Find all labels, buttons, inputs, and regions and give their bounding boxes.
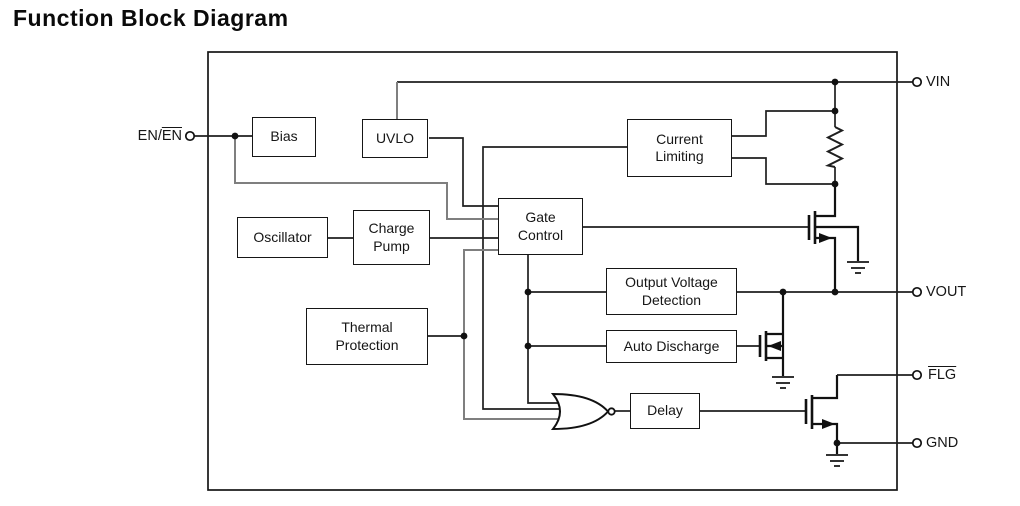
block-charge-pump: Charge Pump xyxy=(353,210,430,265)
block-thermal-protection: Thermal Protection xyxy=(306,308,428,365)
wire-sense-bottom xyxy=(732,157,835,185)
block-oscillator: Oscillator xyxy=(237,217,328,258)
page-title: Function Block Diagram xyxy=(13,5,289,31)
block-output-voltage-detection: Output Voltage Detection xyxy=(606,268,737,315)
block-uvlo: UVLO xyxy=(362,119,428,158)
junction-dots xyxy=(231,78,841,447)
block-delay: Delay xyxy=(630,393,700,429)
discharge-mosfet-icon xyxy=(758,292,785,377)
vin-terminal xyxy=(911,76,923,88)
vout-terminal xyxy=(911,286,923,298)
vin-pin-label: VIN xyxy=(926,74,951,90)
flg-pin-label: FLG xyxy=(928,367,957,383)
wire-currentlimit-to-norgate xyxy=(482,146,627,410)
block-auto-discharge: Auto Discharge xyxy=(606,330,737,363)
wire-thermal-to-gatecontrol xyxy=(463,249,566,420)
block-gate-control: Gate Control xyxy=(498,198,583,255)
mosfet-arrow xyxy=(822,419,835,429)
flg-terminal xyxy=(911,369,923,381)
wire-sense-top xyxy=(732,110,835,137)
wire-gatecontrol-down-to-norgate xyxy=(527,255,566,404)
pin-terminals xyxy=(184,76,923,449)
en-terminal xyxy=(184,130,196,142)
wire-en-to-gatecontrol xyxy=(234,136,501,220)
nor-gate-icon xyxy=(550,392,616,431)
mosfet-arrow xyxy=(768,341,781,351)
ground-icon xyxy=(847,261,869,274)
ground-icon xyxy=(826,454,848,467)
wires-dark xyxy=(194,81,913,412)
block-current-limiting: Current Limiting xyxy=(627,119,732,177)
resistor-icon xyxy=(825,126,845,168)
flag-mosfet-icon xyxy=(804,375,839,455)
pass-mosfet-icon xyxy=(807,184,860,292)
en-pin-label: EN/EN xyxy=(137,128,182,144)
block-bias: Bias xyxy=(252,117,316,157)
gnd-pin-label: GND xyxy=(926,435,959,451)
gnd-terminal xyxy=(911,437,923,449)
wire-uvlo-to-gatecontrol xyxy=(429,137,501,207)
mosfet-arrow xyxy=(819,233,832,243)
ground-icon xyxy=(772,376,794,389)
vout-pin-label: VOUT xyxy=(926,284,967,300)
ic-boundary xyxy=(207,51,898,491)
inverter-bubble xyxy=(607,407,616,416)
